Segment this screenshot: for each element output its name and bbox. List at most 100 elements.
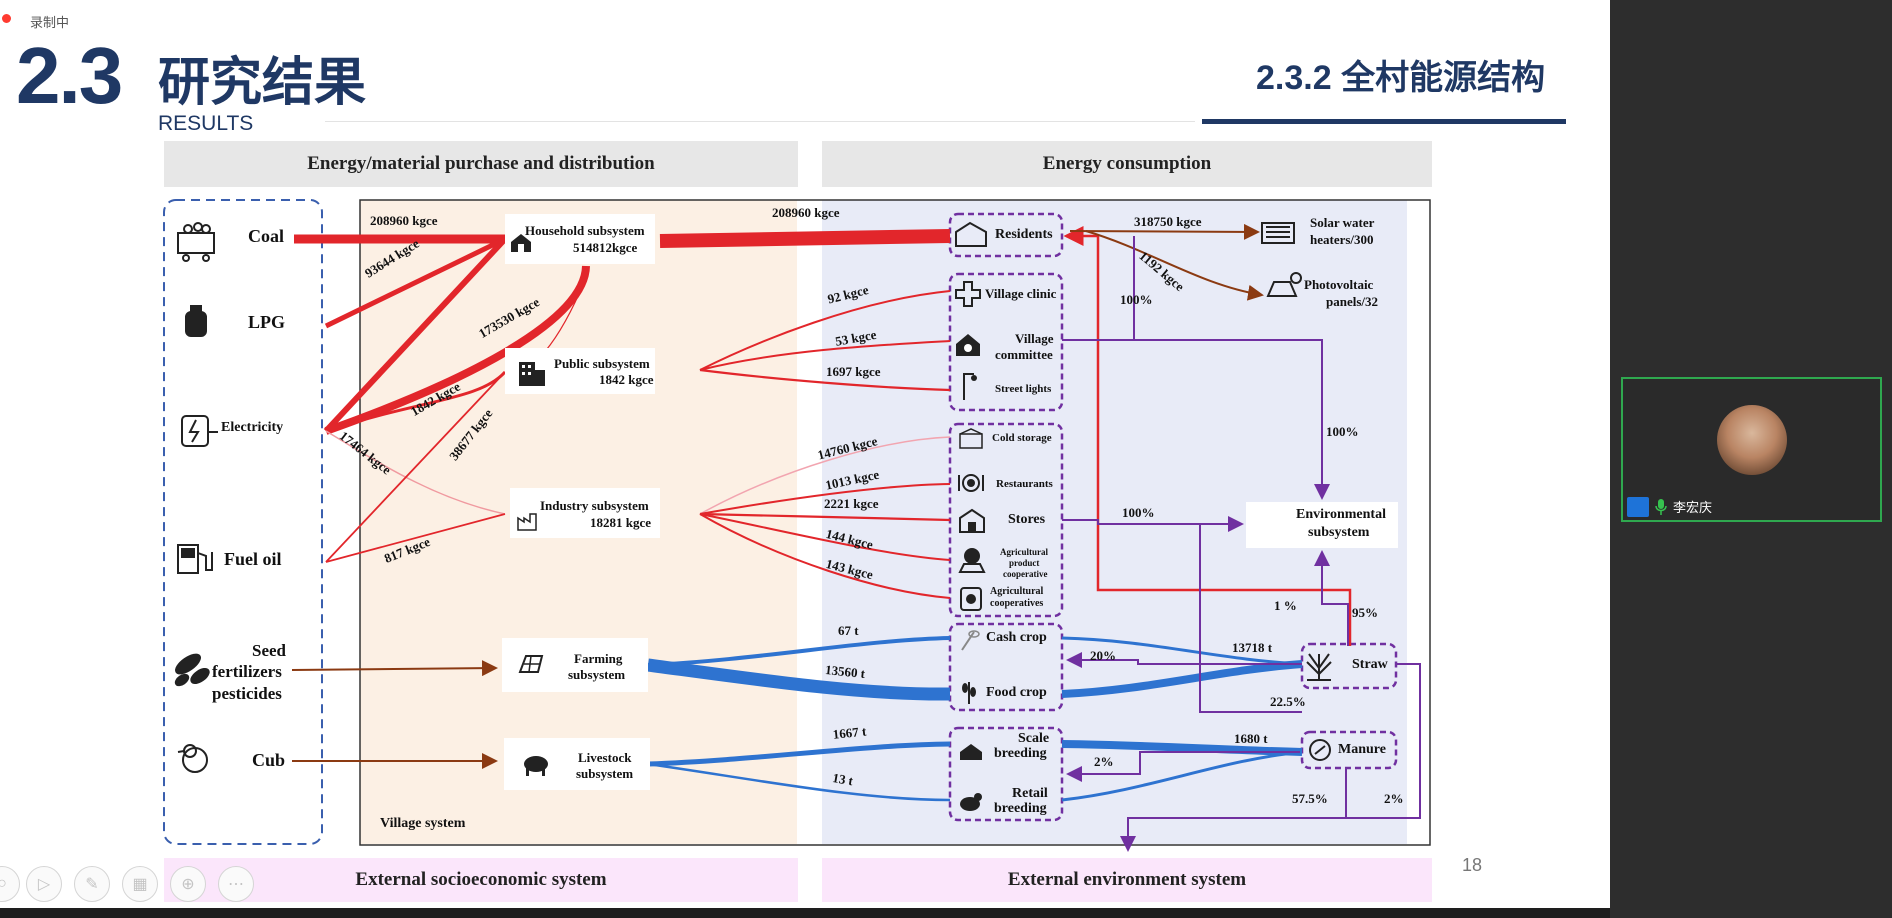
- manure-icon: [1309, 739, 1331, 761]
- manure-label: Manure: [1338, 742, 1386, 757]
- agri-product-icon: [958, 548, 986, 573]
- factory-icon: [517, 513, 537, 531]
- input-fuel-oil-label: Fuel oil: [224, 549, 282, 569]
- title-divider: [325, 121, 1195, 122]
- chick-icon: [177, 744, 208, 773]
- livestock-icon: [524, 756, 548, 776]
- residents-icon: [955, 221, 987, 247]
- residents-group-box: [948, 212, 1064, 258]
- footer-socioeconomic: External socioeconomic system: [164, 858, 798, 902]
- pv-panel-icon: [1266, 272, 1302, 297]
- store-icon: [959, 508, 985, 533]
- zoom-icon[interactable]: ⊕: [170, 866, 206, 902]
- village-clinic-label: Village clinic: [985, 286, 1057, 301]
- straw-label: Straw: [1352, 657, 1388, 672]
- agri-coop-icon: [960, 587, 982, 611]
- user-icon: [1627, 497, 1649, 517]
- livestock-subsystem-box: Livestock subsystem: [504, 738, 650, 790]
- street-light-icon: [963, 373, 977, 400]
- bottom-bar: [0, 908, 1610, 918]
- farmland-icon: [518, 655, 544, 673]
- solar-heater-icon: [1261, 222, 1295, 244]
- household-subsystem-box: Household subsystem 514812kgce: [505, 214, 655, 264]
- microphone-icon[interactable]: [1655, 499, 1667, 515]
- section-number: 2.3: [16, 31, 123, 120]
- input-coal-label: Coal: [248, 226, 284, 246]
- cold-storage-icon: [959, 428, 983, 449]
- agri-coop-label-2: cooperatives: [990, 598, 1044, 609]
- fuel-pump-icon: [177, 544, 213, 574]
- public-subsystem-box: Public subsystem 1842 kgce: [505, 348, 655, 394]
- flow-label: 2%: [1094, 754, 1114, 769]
- solar-heater-label-2: heaters/300: [1310, 232, 1374, 247]
- flow-label: 100%: [1122, 505, 1155, 520]
- cash-crop-label: Cash crop: [986, 630, 1047, 645]
- hen-icon: [960, 793, 982, 811]
- energy-flows: [294, 226, 1352, 646]
- play-icon[interactable]: ▷: [26, 866, 62, 902]
- input-lpg-label: LPG: [248, 312, 286, 332]
- flow-label: 1680 t: [1234, 731, 1268, 746]
- section-subtitle: RESULTS: [158, 112, 254, 135]
- restaurants-label: Restaurants: [996, 478, 1053, 490]
- flow-label: 22.5%: [1270, 694, 1306, 709]
- village-committee-label-1: Village: [1015, 331, 1054, 346]
- agri-product-label-1: Agricultural: [1000, 547, 1048, 557]
- industry-subsystem-box: Industry subsystem 18281 kgce: [510, 488, 660, 538]
- participant-avatar: [1717, 405, 1787, 475]
- page-number: 18: [1462, 855, 1483, 875]
- public-subsystem-value: 1842 kgce: [599, 372, 654, 387]
- retail-breeding-label-1: Retail: [1012, 786, 1048, 801]
- committee-icon: [956, 334, 980, 356]
- crop-group-box: [948, 622, 1064, 712]
- pen-icon[interactable]: ✎: [74, 866, 110, 902]
- flow-label: 20%: [1090, 648, 1116, 663]
- recording-label: 录制中: [30, 15, 70, 30]
- environmental-subsystem-label-2: subsystem: [1308, 525, 1370, 540]
- header-consumption: Energy consumption: [822, 141, 1432, 187]
- farming-subsystem-name: Farming: [574, 651, 623, 666]
- clinic-icon: [955, 281, 981, 307]
- participant-video-tile[interactable]: 李宏庆: [1621, 377, 1882, 522]
- house-icon: [511, 234, 531, 252]
- industry-subsystem-name: Industry subsystem: [540, 498, 649, 513]
- environmental-flows: [1062, 236, 1421, 852]
- breeding-group-box: [948, 726, 1064, 822]
- food-crop-label: Food crop: [986, 685, 1047, 700]
- section-title: 研究结果: [158, 54, 367, 112]
- flow-label: 318750 kgce: [1134, 214, 1202, 229]
- flow-label: 208960 kgce: [772, 205, 840, 220]
- grid-icon[interactable]: ▦: [122, 866, 158, 902]
- livestock-subsystem-label: subsystem: [576, 766, 634, 781]
- straw-icon: [1306, 653, 1332, 681]
- agri-product-label-2: product: [1009, 558, 1040, 568]
- inputs-dashed-box: [163, 199, 323, 845]
- flow-label: 1 %: [1274, 598, 1297, 613]
- energy-flow-diagram: [163, 199, 1431, 852]
- scale-breeding-label-2: breeding: [994, 746, 1047, 761]
- village-system-label: Village system: [380, 816, 466, 831]
- input-cub-label: Cub: [252, 750, 286, 770]
- input-electricity-label: Electricity: [221, 420, 284, 435]
- participant-name: 李宏庆: [1673, 500, 1713, 515]
- agri-product-label-3: cooperative: [1003, 569, 1048, 579]
- input-fertilizers-label: fertilizers: [212, 662, 282, 681]
- industry-subsystem-value: 18281 kgce: [590, 515, 652, 530]
- cold-storage-label: Cold storage: [992, 432, 1052, 444]
- input-pesticides-label: pesticides: [212, 684, 282, 703]
- flow-label: 100%: [1326, 424, 1359, 439]
- header-purchase: Energy/material purchase and distributio…: [164, 141, 798, 187]
- more-icon[interactable]: ⋯: [218, 866, 254, 902]
- subsection-title: 2.3.2 全村能源结构: [1256, 59, 1546, 97]
- flow-label: 100%: [1120, 292, 1153, 307]
- pv-panel-label-2: panels/32: [1326, 294, 1379, 309]
- barn-icon: [960, 744, 982, 760]
- lpg-tank-icon: [185, 305, 207, 337]
- environmental-subsystem-box: Environmental subsystem: [1246, 502, 1398, 548]
- presentation-slide: 录制中 2.3 研究结果 RESULTS 2.3.2 全村能源结构 Energy…: [0, 0, 1610, 908]
- public-subsystem-name: Public subsystem: [554, 356, 650, 371]
- recording-dot-icon: [2, 14, 11, 23]
- scale-breeding-label-1: Scale: [1018, 731, 1050, 746]
- pv-panel-label-1: Photovoltaic: [1304, 277, 1374, 292]
- restaurant-icon: [958, 474, 984, 492]
